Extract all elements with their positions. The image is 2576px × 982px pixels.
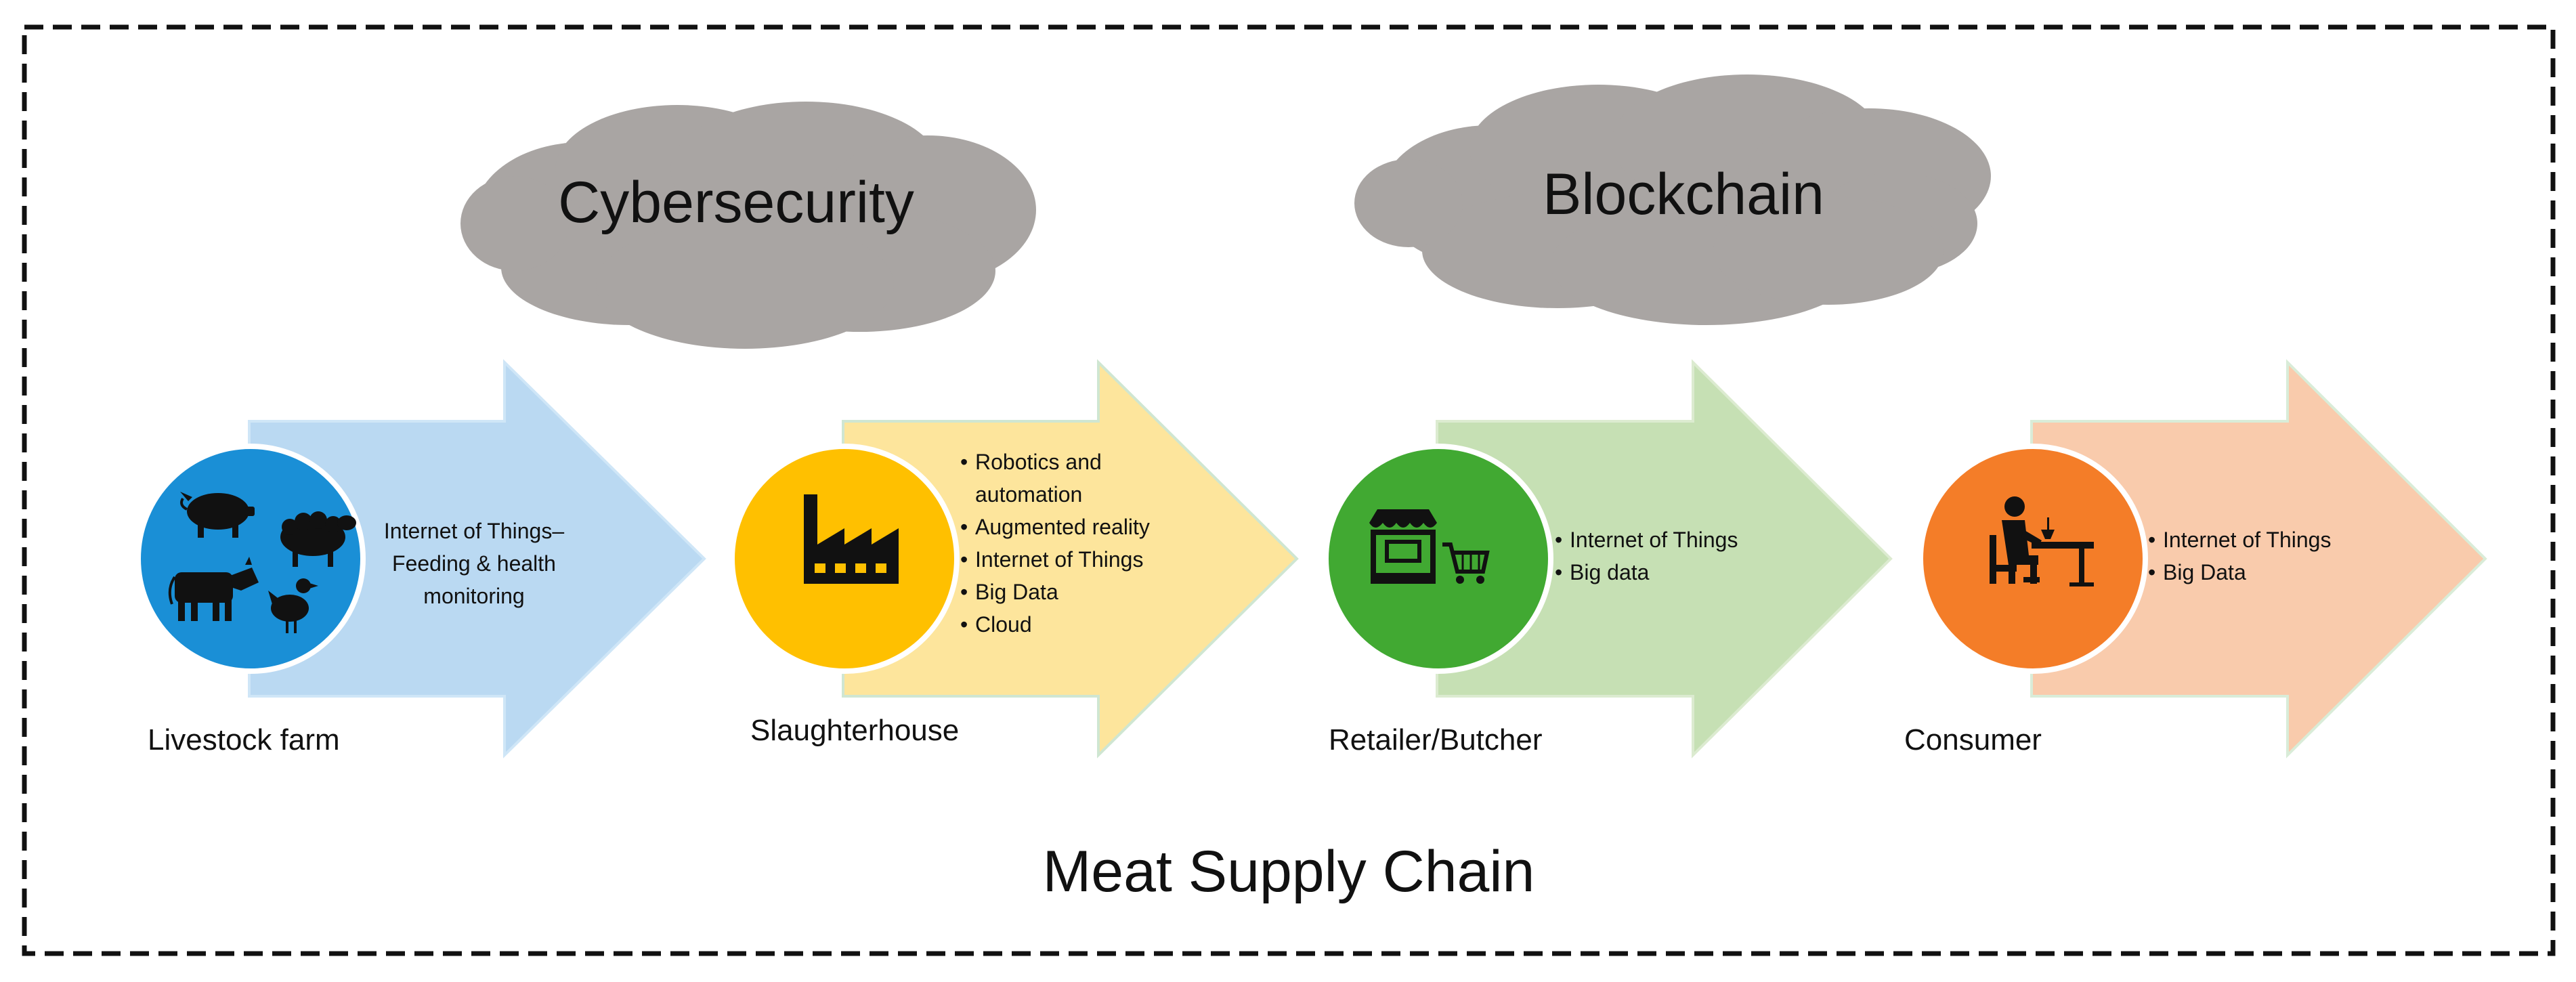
factory-icon (804, 494, 899, 584)
pig-icon (180, 492, 255, 538)
sheep-icon (280, 511, 356, 567)
arrow-livestock-farm (248, 359, 706, 759)
dashed-border (22, 24, 2556, 956)
livestock-icon (168, 492, 356, 633)
arrow-consumer (2030, 359, 2487, 759)
cloud-blockchain (1354, 74, 1991, 325)
cloud-cybersecurity (460, 102, 1036, 349)
person-dining-icon (1990, 496, 2094, 586)
arrow-retailer-butcher (1436, 359, 1893, 759)
cow-icon (168, 557, 259, 621)
chicken-icon (268, 578, 318, 633)
circle-retailer-butcher (1323, 444, 1553, 674)
arrow-slaughterhouse (842, 359, 1299, 759)
market-stall-cart-icon (1369, 509, 1490, 584)
